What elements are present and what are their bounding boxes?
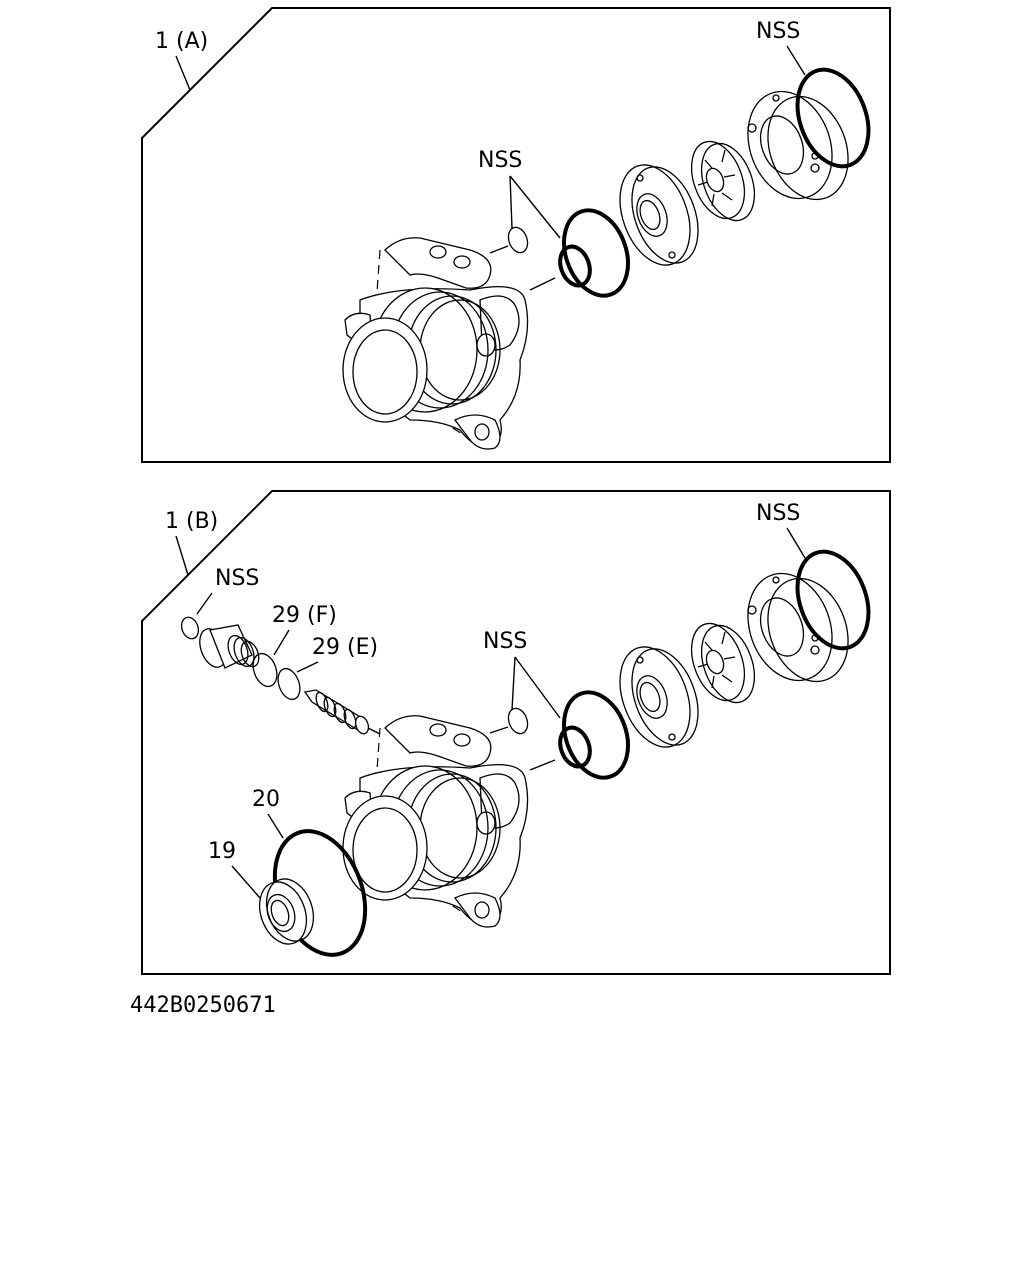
small-o-ring-b [507,707,529,735]
label-29f: 29 (F) [272,603,337,628]
leader-29f [273,629,290,656]
leader-nss-b-mid [511,656,561,719]
label-19: 19 [208,839,236,864]
large-seal-ring-b [562,690,630,780]
label-29e: 29 (E) [312,635,378,660]
nss-label-b-mid: NSS [483,629,527,654]
assembly-label-1b: 1 (B) [165,509,218,534]
outer-seal-ring-a [795,67,871,169]
outer-seal-ring-b [795,549,871,651]
center-line-a1 [489,245,509,254]
o-ring-29f [252,652,278,688]
leader-1a [175,55,191,91]
leader-nss-b-left [196,592,213,615]
small-o-ring-left [180,616,200,640]
oil-seal-19 [258,878,315,945]
nss-label-b-top: NSS [756,501,800,526]
large-seal-ring-a [562,208,630,298]
o-ring-29e [277,667,301,701]
valve-plug [199,624,260,669]
center-line-b1 [489,726,509,734]
assembly-label-1a: 1 (A) [155,29,208,54]
panel-b-frame [141,490,891,975]
inner-seal-ring-b [558,725,592,769]
center-line-b2 [529,759,556,771]
rotor-stack-a [606,78,863,276]
small-o-ring-a [507,226,529,254]
label-20: 20 [252,787,280,812]
center-line-a2 [529,277,556,291]
inner-seal-ring-a [558,244,592,288]
nss-label-b-left: NSS [215,566,259,591]
rotor-stack-b [606,560,863,758]
panel-a: 1 (A) NSS NSS [141,7,891,463]
leader-nss-b-top [786,527,806,559]
leader-29e [296,661,319,673]
leader-nss-a-top [786,45,806,76]
figure-code: 442B0250671 [130,993,276,1018]
center-line-spool [367,727,381,735]
leader-1b [175,535,189,576]
leader-nss-a-mid [509,175,561,239]
pump-body-a [342,237,529,450]
panel-b: 1 (B) NSS NSS NSS [141,490,891,975]
pump-body-b [342,715,529,928]
nss-label-a-mid: NSS [478,148,522,173]
panel-a-frame [141,7,891,463]
leader-19 [231,865,261,899]
nss-label-a-top: NSS [756,19,800,44]
leader-20 [267,813,284,839]
valve-spool [303,689,370,735]
